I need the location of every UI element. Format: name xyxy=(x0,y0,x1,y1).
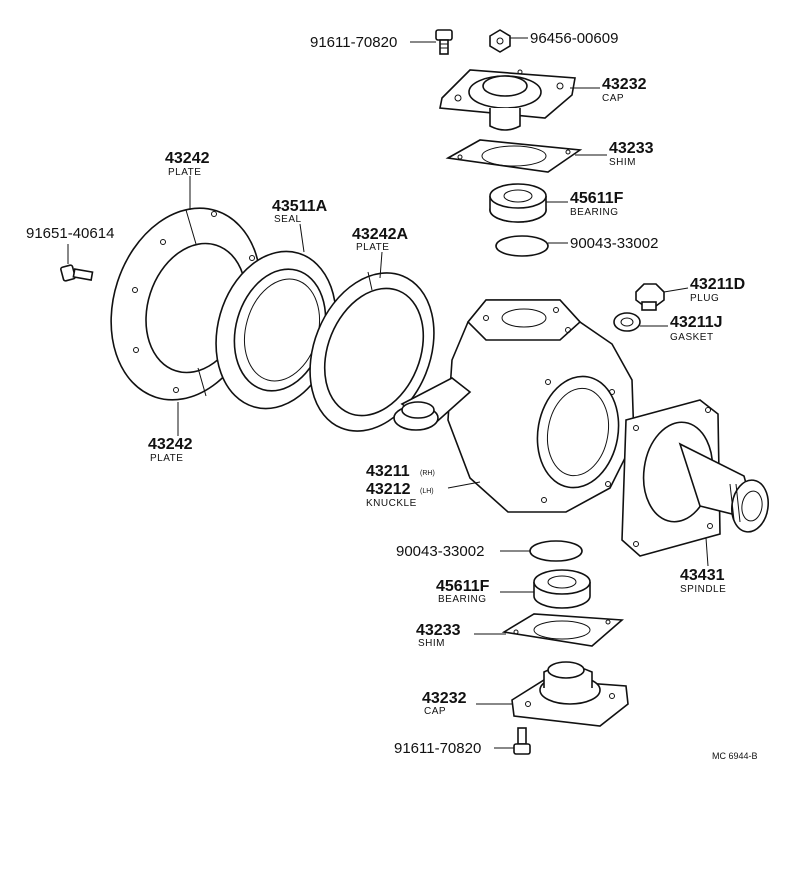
label-shim-top-num: 43233 xyxy=(609,140,654,157)
label-gasket-name: GASKET xyxy=(670,332,714,343)
label-bolt-left: 91651-40614 xyxy=(26,225,114,242)
fitting-top-drawing xyxy=(489,29,511,53)
label-plate-bottom-num: 43242 xyxy=(148,436,193,453)
spindle-drawing xyxy=(621,399,769,557)
label-bearing-top-num: 45611F xyxy=(570,190,624,207)
shim-top-drawing xyxy=(445,139,583,173)
label-plate-a-name: PLATE xyxy=(356,242,389,253)
label-plate-bottom-name: PLATE xyxy=(150,453,183,464)
label-cap-top-name: CAP xyxy=(602,93,624,104)
label-shim-top-name: SHIM xyxy=(609,157,636,168)
label-seal-name: SEAL xyxy=(274,214,302,225)
cap-top-drawing xyxy=(439,69,576,131)
label-bearing-top-name: BEARING xyxy=(570,207,619,218)
label-oring-bottom: 90043-33002 xyxy=(396,543,484,560)
label-seal-num: 43511A xyxy=(272,198,328,215)
plug-drawing xyxy=(635,283,665,311)
label-shim-bottom-num: 43233 xyxy=(416,622,461,639)
label-bolt-bottom: 91611-70820 xyxy=(394,740,481,757)
cap-bottom-drawing xyxy=(511,661,629,727)
label-cap-bottom-num: 43232 xyxy=(422,690,467,707)
bearing-bottom-drawing xyxy=(533,569,591,609)
oring-bottom-drawing xyxy=(529,540,583,562)
bolt-bottom-drawing xyxy=(513,727,531,755)
label-knuckle-lh: (LH) xyxy=(420,488,434,495)
label-bolt-top: 91611-70820 xyxy=(310,34,397,51)
bearing-top-drawing xyxy=(489,183,547,223)
label-plate-top-num: 43242 xyxy=(165,150,210,167)
diagram-code: MC 6944-B xyxy=(712,751,758,761)
label-spindle-num: 43431 xyxy=(680,567,725,584)
label-plug-name: PLUG xyxy=(690,293,719,304)
label-knuckle-name: KNUCKLE xyxy=(366,498,417,509)
bolt-top-drawing xyxy=(435,29,453,55)
plate-a-drawing xyxy=(309,271,435,432)
oring-top-drawing xyxy=(495,235,549,257)
label-spindle-name: SPINDLE xyxy=(680,584,726,595)
knuckle-drawing xyxy=(393,299,635,513)
label-knuckle-rh: (RH) xyxy=(420,470,435,477)
label-plug-num: 43211D xyxy=(690,276,745,293)
gasket-drawing xyxy=(613,312,641,332)
shim-bottom-drawing xyxy=(501,613,624,647)
label-fitting-top: 96456-00609 xyxy=(530,30,618,47)
label-plate-top-name: PLATE xyxy=(168,167,201,178)
label-plate-a-num: 43242A xyxy=(352,226,408,243)
bolt-left-drawing xyxy=(60,264,94,282)
label-bearing-bottom-name: BEARING xyxy=(438,594,487,605)
label-knuckle-rh-num: 43211 xyxy=(366,463,410,480)
label-bearing-bottom-num: 45611F xyxy=(436,578,490,595)
label-cap-top-num: 43232 xyxy=(602,76,647,93)
label-gasket-num: 43211J xyxy=(670,314,723,331)
label-oring-top: 90043-33002 xyxy=(570,235,658,252)
seal-drawing xyxy=(215,250,337,410)
label-cap-bottom-name: CAP xyxy=(424,706,446,717)
label-knuckle-lh-num: 43212 xyxy=(366,481,411,498)
label-shim-bottom-name: SHIM xyxy=(418,638,445,649)
